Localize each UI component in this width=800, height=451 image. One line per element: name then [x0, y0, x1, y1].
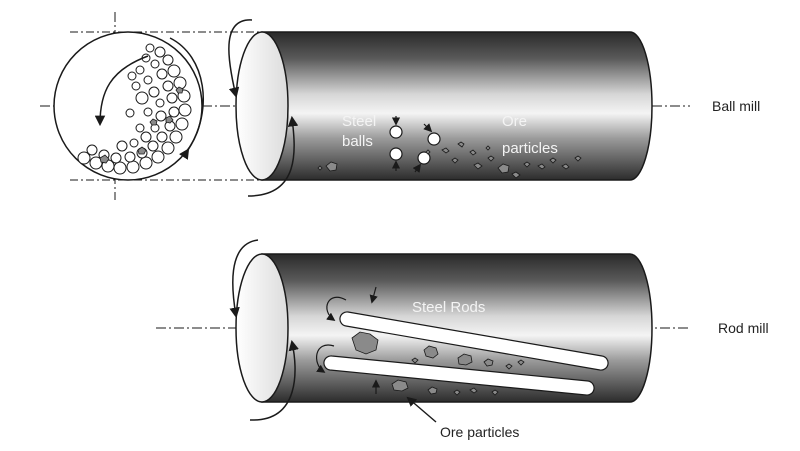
rod-mill-group: Steel Rods Ore particles Rod mill [156, 239, 769, 440]
steel-rod-upper [339, 311, 609, 371]
rod-mill-rotation-arrow-top [229, 239, 259, 319]
ball-impact-arrows [391, 116, 433, 173]
ball-mill-drum [261, 31, 653, 181]
rod-mill-drum-end [235, 253, 289, 403]
ball-mill-rotation-arrow-bottom [247, 115, 299, 197]
rod-mill-rotation-arrow-bottom [249, 339, 299, 421]
rod-ore-particles [351, 331, 525, 396]
ball-mill-label: Ball mill [712, 98, 760, 114]
ball-mill-group: Steel balls Ore particles Ball mill [40, 12, 760, 200]
cross-section-balls [77, 43, 192, 175]
steel-balls-label-line2: balls [342, 133, 373, 150]
steel-rods [323, 311, 609, 396]
ball-mill-rotation-arrow-top [228, 19, 253, 99]
steel-rods-label: Steel Rods [412, 299, 485, 316]
rod-mill-label: Rod mill [718, 320, 769, 336]
cross-section-flow-arrow [94, 55, 149, 127]
drum-steel-balls [389, 125, 441, 165]
ball-mill-drum-end [235, 31, 289, 181]
rod-impact-arrows [316, 286, 381, 394]
steel-balls-label-line1: Steel [342, 113, 376, 130]
cross-section-ore [99, 86, 184, 164]
ore-particles-label-line2: particles [502, 140, 558, 157]
ore-particles-rod-label: Ore particles [440, 424, 519, 440]
steel-rod-lower [323, 355, 595, 396]
ore-particles-pointer [406, 396, 437, 423]
drum-ore-particles [317, 141, 582, 179]
cross-section-rotation-arrow [169, 37, 204, 160]
ore-particles-label-line1: Ore [502, 113, 527, 130]
